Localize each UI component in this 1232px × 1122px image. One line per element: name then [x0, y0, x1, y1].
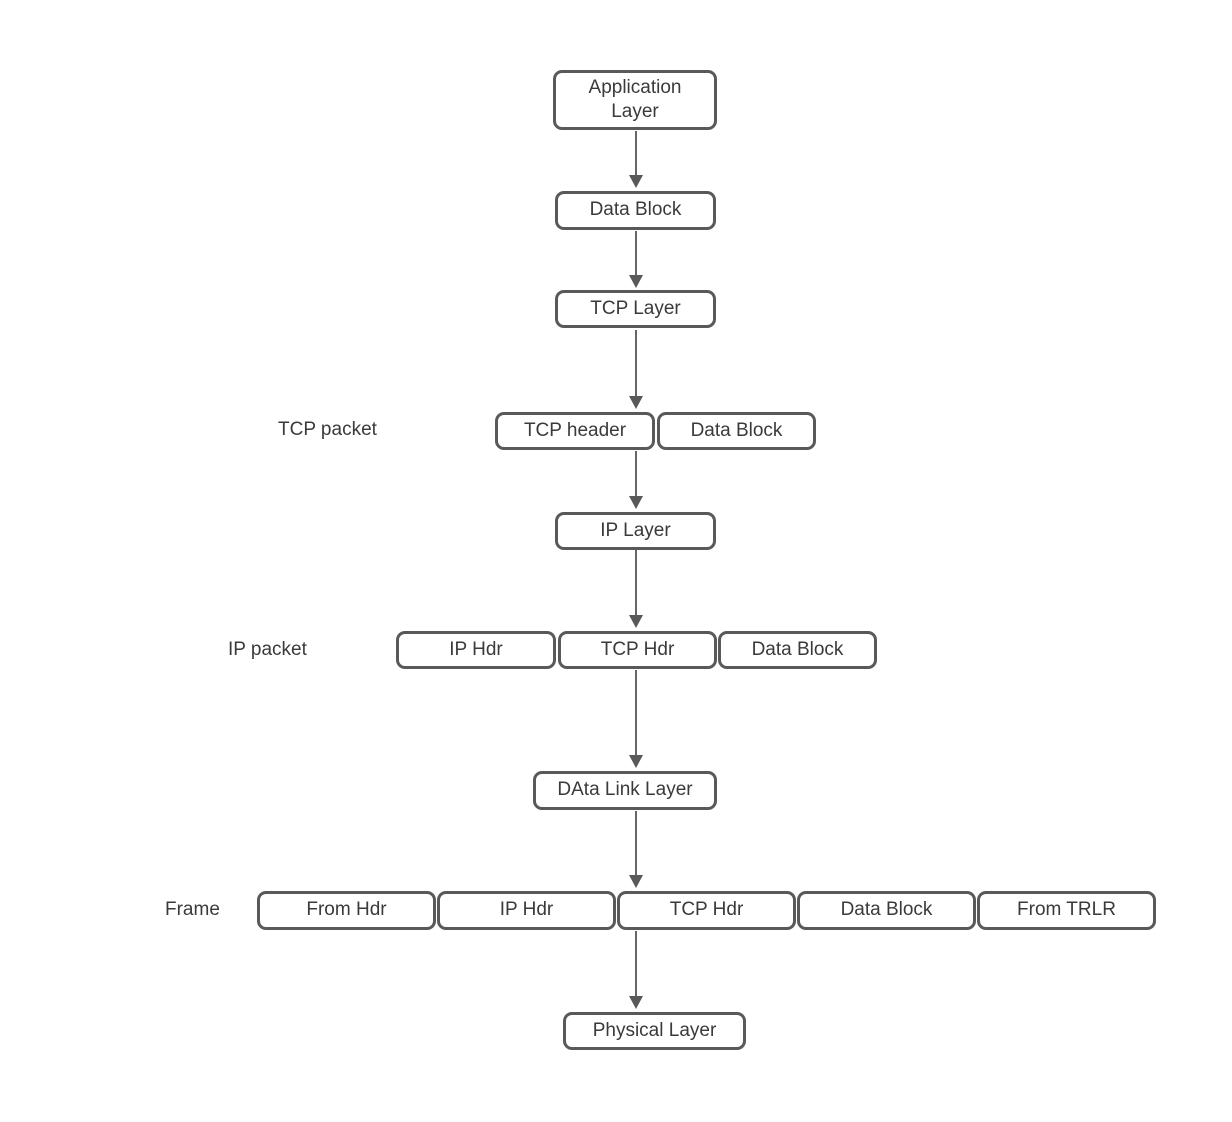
flow-arrow-app-to-datablock	[628, 131, 644, 188]
arrow-head-icon	[629, 875, 643, 888]
node-frame-tcp-hdr: TCP Hdr	[617, 891, 796, 930]
arrow-head-icon	[629, 175, 643, 188]
node-ip-hdr: IP Hdr	[396, 631, 556, 669]
arrow-head-icon	[629, 396, 643, 409]
node-ip-packet-data-block: Data Block	[718, 631, 877, 669]
flow-arrow-tcplayer-to-tcppacket	[628, 330, 644, 409]
arrow-line	[635, 811, 637, 878]
label-ip-packet: IP packet	[228, 639, 307, 660]
label-frame: Frame	[165, 899, 220, 920]
flow-arrow-iplayer-to-ippacket	[628, 550, 644, 628]
node-ip-layer: IP Layer	[555, 512, 716, 550]
node-frame-data-block: Data Block	[797, 891, 976, 930]
node-data-block: Data Block	[555, 191, 716, 230]
arrow-line	[635, 231, 637, 278]
node-tcp-hdr: TCP Hdr	[558, 631, 717, 669]
arrow-head-icon	[629, 275, 643, 288]
arrow-line	[635, 670, 637, 758]
arrow-head-icon	[629, 615, 643, 628]
flow-arrow-frame-to-physical	[628, 931, 644, 1009]
node-physical-layer: Physical Layer	[563, 1012, 746, 1050]
node-frame-ip-hdr: IP Hdr	[437, 891, 616, 930]
node-tcp-packet-data-block: Data Block	[657, 412, 816, 450]
node-tcp-header: TCP header	[495, 412, 655, 450]
node-frame-from-trlr: From TRLR	[977, 891, 1156, 930]
arrow-head-icon	[629, 496, 643, 509]
node-data-link-layer: DAta Link Layer	[533, 771, 717, 810]
arrow-line	[635, 330, 637, 399]
arrow-line	[635, 131, 637, 178]
node-tcp-layer: TCP Layer	[555, 290, 716, 328]
flow-arrow-ippacket-to-datalink	[628, 670, 644, 768]
arrow-line	[635, 550, 637, 618]
flow-arrow-tcppacket-to-iplayer	[628, 451, 644, 509]
flow-arrow-datablock-to-tcplayer	[628, 231, 644, 288]
arrow-head-icon	[629, 996, 643, 1009]
flow-arrow-datalink-to-frame	[628, 811, 644, 888]
node-application-layer: Application Layer	[553, 70, 717, 130]
node-frame-from-hdr: From Hdr	[257, 891, 436, 930]
arrow-line	[635, 451, 637, 499]
arrow-line	[635, 931, 637, 999]
label-tcp-packet: TCP packet	[278, 419, 377, 440]
arrow-head-icon	[629, 755, 643, 768]
